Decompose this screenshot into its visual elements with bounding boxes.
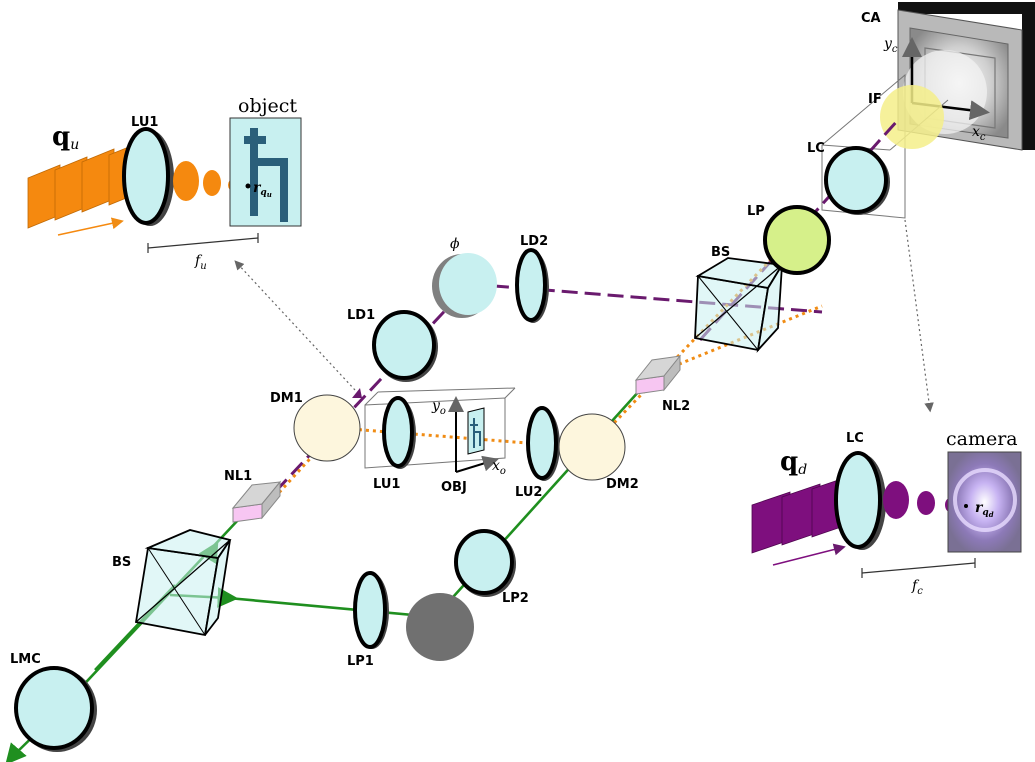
nonlinear-crystal-icon — [634, 354, 682, 395]
pointer-camera-inset — [904, 219, 934, 413]
mirror-icon — [406, 593, 474, 661]
dichroic-mirror-icon — [558, 413, 626, 481]
label-DM1: DM1 — [270, 391, 303, 406]
beam-splitter-icon — [134, 529, 232, 637]
inset-object-r: rqu — [253, 180, 272, 199]
label-LP1: LP1 — [347, 654, 374, 669]
inset-camera-r: rqd — [975, 500, 994, 519]
label-OBJ: OBJ — [441, 480, 467, 495]
camera-image — [947, 451, 1022, 553]
lens-icon — [515, 248, 549, 323]
label-LC: LC — [807, 141, 825, 156]
label-LD1: LD1 — [347, 308, 375, 323]
label-CA: CA — [861, 11, 881, 26]
label-LD2: LD2 — [520, 234, 548, 249]
lens-icon — [14, 666, 97, 752]
lens-icon — [382, 396, 416, 469]
filter-icon — [880, 85, 944, 149]
lens-icon — [353, 571, 389, 649]
label-LP: LP — [747, 204, 765, 219]
nonlinear-crystal-icon — [231, 480, 282, 523]
label-LU2: LU2 — [515, 485, 542, 500]
dichroic-mirror-icon — [293, 394, 361, 462]
pointer-object-inset — [234, 260, 356, 391]
inset-object-focal: fu — [194, 253, 207, 272]
label-BS-upper: BS — [711, 245, 730, 260]
inset-camera-focal: fc — [911, 578, 923, 597]
label-yc: yc — [883, 36, 898, 55]
label-phi: ϕ — [450, 236, 460, 252]
object-axes — [448, 396, 499, 473]
inset-camera-q: qd — [780, 447, 807, 478]
label-LU1-center: LU1 — [373, 477, 400, 492]
beam-splitter-icon — [694, 257, 784, 353]
inset-object-lens-label: LU1 — [131, 115, 158, 130]
label-LP2: LP2 — [502, 591, 529, 606]
lens-icon — [824, 146, 890, 215]
label-DM2: DM2 — [606, 477, 639, 492]
label-xc: xc — [972, 124, 986, 143]
mirror-icon — [432, 253, 497, 318]
inset-camera-lens-label: LC — [846, 431, 864, 446]
lens-icon — [526, 406, 560, 481]
inset-camera-title: camera — [946, 428, 1018, 450]
label-BS-lower: BS — [112, 555, 131, 570]
camera-inset: qd LC camera rqd fc — [751, 428, 1022, 597]
inset-object-title: object — [238, 95, 297, 117]
label-xo: xo — [492, 458, 506, 477]
label-LMC: LMC — [10, 652, 41, 667]
lens-icon — [763, 205, 831, 275]
inset-object-q: qu — [52, 122, 79, 153]
wavefront-planes — [27, 141, 142, 229]
object-mask-icon — [229, 117, 302, 227]
label-yo: yo — [431, 398, 446, 417]
object-inset: qu LU1 object rqu fu — [27, 95, 302, 272]
lens-icon — [372, 310, 438, 382]
lens-icon — [454, 529, 516, 597]
label-NL1: NL1 — [224, 469, 252, 484]
label-NL2: NL2 — [662, 399, 690, 414]
signal-arrow — [352, 388, 362, 398]
label-IF: IF — [868, 92, 882, 107]
object-mask-icon — [467, 407, 485, 455]
